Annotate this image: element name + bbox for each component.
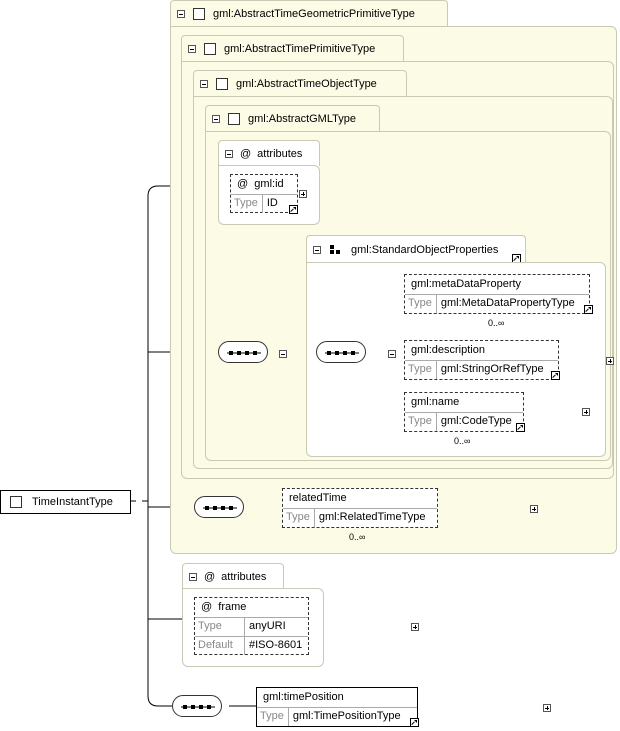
type-key: Type bbox=[231, 195, 263, 213]
type-value: gml:StringOrRefType bbox=[440, 363, 544, 375]
collapse-icon[interactable] bbox=[200, 80, 208, 88]
attribute-icon: @ bbox=[240, 147, 252, 160]
type-value: gml:TimePositionType bbox=[292, 710, 401, 722]
type-key: Type bbox=[257, 708, 289, 726]
element-name: gml:description bbox=[411, 344, 485, 356]
attributes-tab[interactable]: @ attributes bbox=[218, 140, 320, 166]
sequence-compositor-group[interactable] bbox=[316, 341, 366, 363]
type-value: ID bbox=[266, 197, 278, 209]
attribute-name: frame bbox=[218, 601, 247, 613]
complex-type-icon bbox=[228, 113, 240, 125]
type-label: gml:AbstractTimeGeometricPrimitiveType bbox=[213, 8, 415, 20]
type-key: Type bbox=[405, 295, 437, 313]
collapse-icon[interactable] bbox=[313, 245, 321, 254]
type-tab-abstract-time-primitive[interactable]: gml:AbstractTimePrimitiveType bbox=[181, 35, 404, 62]
type-tab-abstract-time-object[interactable]: gml:AbstractTimeObjectType bbox=[193, 70, 407, 97]
cardinality: 0..∞ bbox=[488, 318, 505, 328]
type-link-icon[interactable] bbox=[584, 305, 593, 314]
sequence-compositor-main[interactable] bbox=[218, 341, 268, 363]
collapse-icon[interactable] bbox=[189, 572, 197, 581]
attribute-name: gml:id bbox=[254, 178, 284, 190]
type-link-icon[interactable] bbox=[516, 423, 525, 432]
attribute-icon: @ bbox=[201, 601, 213, 613]
sequence-compositor-related[interactable] bbox=[194, 496, 244, 518]
type-label: gml:AbstractTimePrimitiveType bbox=[224, 43, 376, 55]
type-key: Type bbox=[195, 618, 245, 636]
attribute-icon: @ bbox=[204, 570, 216, 583]
element-name: relatedTime bbox=[289, 492, 347, 504]
type-value: anyURI bbox=[249, 620, 286, 632]
element-icon bbox=[10, 496, 22, 508]
type-value: gml:RelatedTimeType bbox=[318, 511, 426, 523]
type-link-icon[interactable] bbox=[289, 205, 298, 214]
type-tab-abstract-gml[interactable]: gml:AbstractGMLType bbox=[205, 105, 380, 132]
group-tab-standard-object-properties[interactable]: gml:StandardObjectProperties bbox=[306, 235, 526, 263]
expand-icon[interactable] bbox=[542, 704, 551, 713]
group-icon bbox=[330, 244, 340, 254]
attributes-label: attributes bbox=[221, 570, 267, 583]
element-name: gml:name bbox=[411, 396, 460, 408]
type-value: gml:CodeType bbox=[440, 415, 512, 427]
root-element-time-instant-type[interactable]: TimeInstantType bbox=[0, 490, 131, 514]
collapse-icon[interactable] bbox=[388, 350, 397, 359]
root-label: TimeInstantType bbox=[32, 496, 113, 508]
sequence-compositor-time-position[interactable] bbox=[172, 695, 222, 717]
complex-type-icon bbox=[193, 8, 205, 20]
element-name: gml:timePosition bbox=[263, 691, 344, 703]
type-key: Type bbox=[405, 361, 437, 379]
attributes-tab-frame[interactable]: @ attributes bbox=[182, 563, 284, 589]
type-link-icon[interactable] bbox=[410, 718, 419, 727]
type-link-icon[interactable] bbox=[551, 371, 560, 380]
collapse-icon[interactable] bbox=[212, 115, 220, 123]
collapse-icon[interactable] bbox=[188, 45, 196, 53]
expand-icon[interactable] bbox=[582, 408, 591, 417]
cardinality: 0..∞ bbox=[349, 532, 366, 542]
type-key: Type bbox=[283, 509, 315, 527]
attribute-icon: @ bbox=[237, 178, 249, 190]
type-label: gml:AbstractGMLType bbox=[248, 113, 356, 125]
type-key: Type bbox=[405, 413, 437, 431]
cardinality: 0..∞ bbox=[454, 436, 471, 446]
complex-type-icon bbox=[204, 43, 216, 55]
default-value: #ISO-8601 bbox=[249, 639, 303, 651]
attribute-frame[interactable]: @ frame Type anyURI Default #ISO-8601 bbox=[194, 597, 309, 655]
type-value: gml:MetaDataPropertyType bbox=[440, 297, 575, 309]
element-name: gml:metaDataProperty bbox=[411, 278, 522, 290]
expand-icon[interactable] bbox=[529, 505, 538, 514]
attributes-label: attributes bbox=[257, 147, 303, 160]
group-label: gml:StandardObjectProperties bbox=[351, 243, 499, 256]
complex-type-icon bbox=[216, 78, 228, 90]
expand-icon[interactable] bbox=[606, 357, 615, 366]
collapse-icon[interactable] bbox=[279, 350, 288, 359]
type-tab-abstract-time-geometric-primitive[interactable]: gml:AbstractTimeGeometricPrimitiveType bbox=[170, 0, 448, 27]
default-key: Default bbox=[195, 637, 245, 655]
expand-icon[interactable] bbox=[299, 190, 307, 199]
expand-icon[interactable] bbox=[410, 623, 419, 632]
type-label: gml:AbstractTimeObjectType bbox=[236, 78, 377, 90]
collapse-icon[interactable] bbox=[177, 10, 185, 18]
collapse-icon[interactable] bbox=[225, 149, 233, 158]
